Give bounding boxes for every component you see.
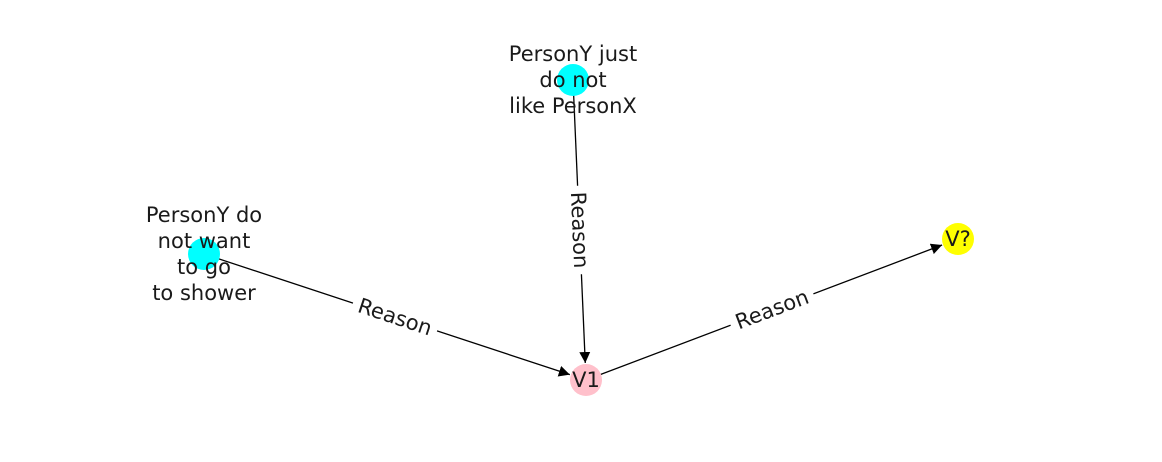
- edge-label-group: Reason: [563, 185, 596, 275]
- node-label-line: like PersonX: [509, 94, 637, 118]
- edge-label: Reason: [732, 285, 812, 335]
- node-n2: [188, 238, 220, 270]
- edge-label-background: [348, 289, 442, 345]
- node-v1: [570, 364, 602, 396]
- node-label-line: to go: [177, 255, 231, 279]
- node-label-line: V?: [945, 227, 971, 251]
- node-label-line: V1: [572, 368, 600, 392]
- edge-label: Reason: [355, 294, 435, 341]
- node-label-line: to shower: [152, 281, 256, 305]
- edge-label-group: Reason: [725, 280, 819, 339]
- node-label-line: PersonY just: [509, 42, 637, 66]
- node-n1: [557, 64, 589, 96]
- nodes-layer: [188, 64, 974, 396]
- node-label-line: not want: [158, 229, 251, 253]
- node-v2: [942, 223, 974, 255]
- node-label-line: do not: [539, 68, 606, 92]
- edge-label: Reason: [566, 191, 593, 269]
- edge-label-group: Reason: [348, 289, 442, 345]
- edge-label-background: [725, 280, 819, 339]
- node-label-line: PersonY do: [146, 203, 262, 227]
- edge-label-background: [563, 185, 596, 275]
